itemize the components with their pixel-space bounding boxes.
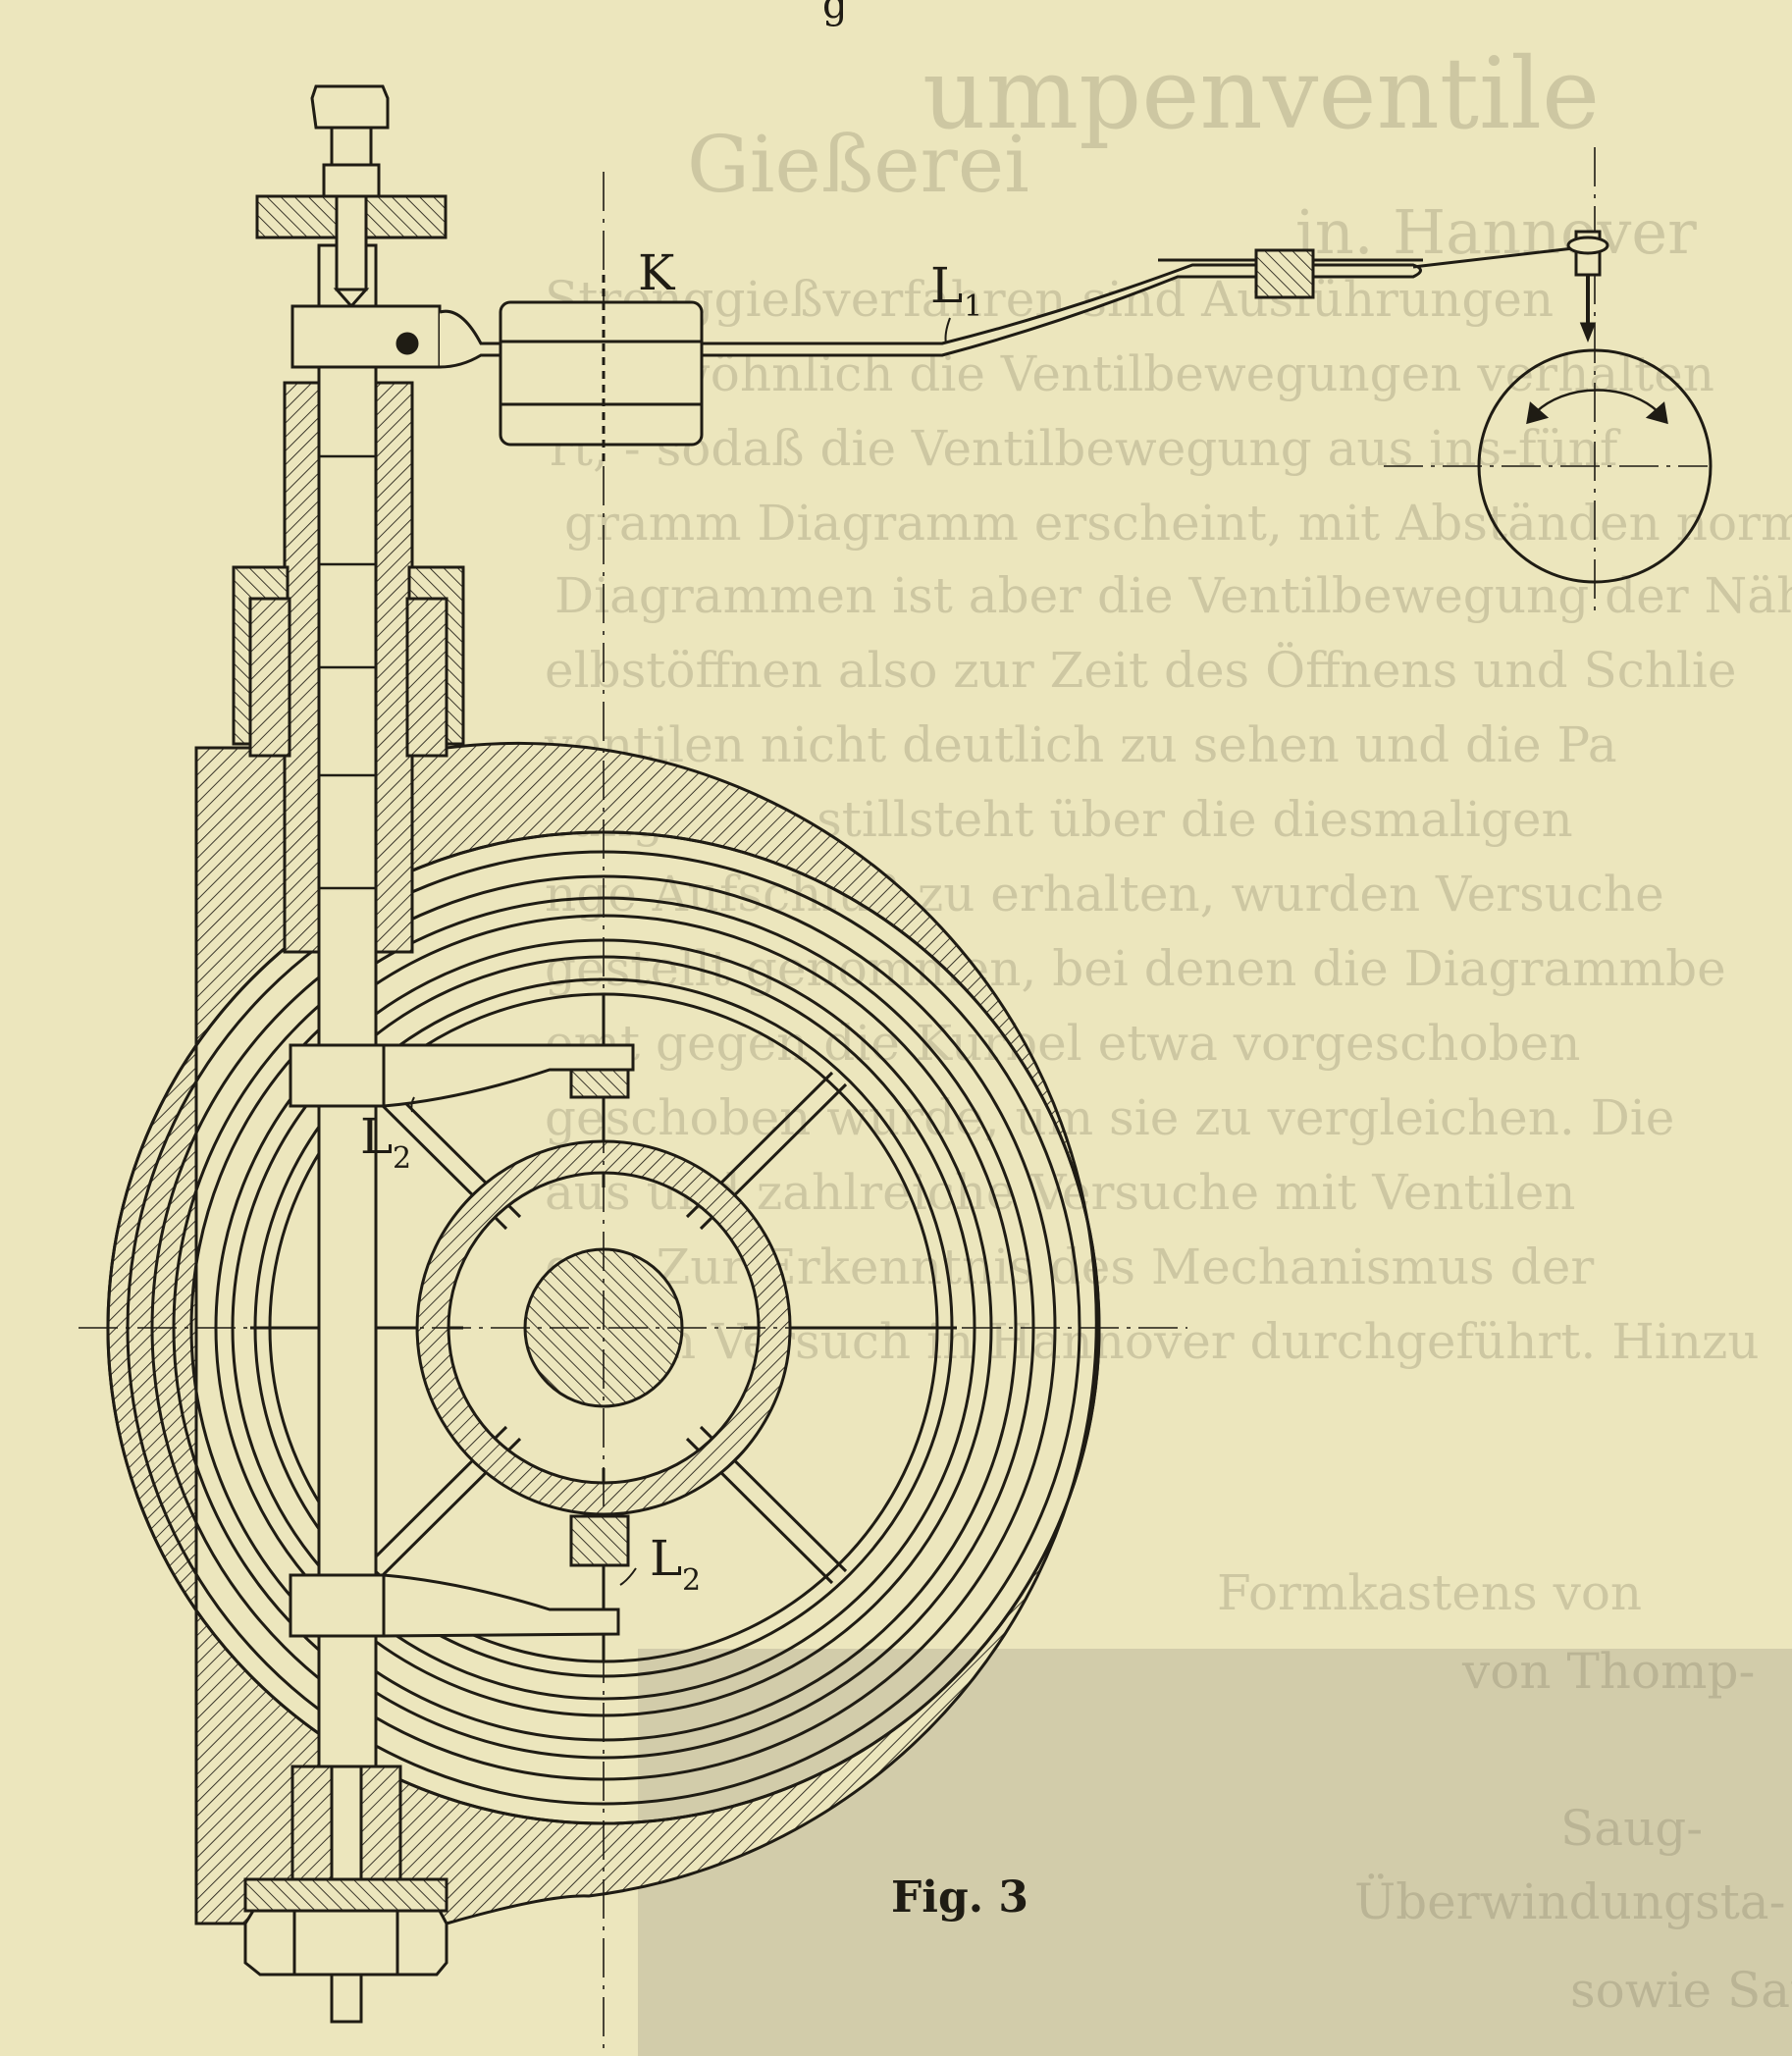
seat-hub-ring <box>415 1139 792 1516</box>
bleed-through-text: umpenventile Gießerei in. Hannover Stron… <box>540 36 1792 2019</box>
top-nut <box>310 84 390 130</box>
bleed-line-12: gestellt genommen, bei denen die Diagram… <box>545 940 1726 997</box>
bleed-line-9: ventilen nicht deutlich zu sehen und die… <box>544 716 1617 773</box>
bleed-line-17: jedem Versuch in Hannover durchgeführt. … <box>540 1313 1760 1370</box>
bottom-nut <box>243 1909 448 1977</box>
counterweight-K <box>499 300 704 447</box>
rod-collars <box>319 454 376 890</box>
bleed-line-13: emt gegen die Kurbel etwa vorgeschoben <box>545 1015 1580 1072</box>
bleed-line-21: Überwindungsta- <box>1354 1872 1786 1930</box>
lower-L2-clamp <box>289 1573 386 1638</box>
figure-labels: K L 1 L 2 L 2 <box>360 244 982 1598</box>
valve-drawing <box>79 84 1713 2051</box>
label-L2-lower: L <box>650 1530 682 1587</box>
bleed-line-19: von Thomp- <box>1461 1643 1755 1700</box>
label-L2-upper-subscript: 2 <box>393 1141 411 1176</box>
bleed-line-6: gramm Diagramm erscheint, mit Abständen … <box>564 495 1792 552</box>
bleed-line-18: Formkastens von <box>1217 1564 1642 1621</box>
lower-spoke-nut <box>569 1514 630 1567</box>
label-K: K <box>638 244 676 301</box>
upper-L2-clamp <box>289 1043 386 1108</box>
bleed-line-8: elbstöffnen also zur Zeit des Öffnens un… <box>545 641 1737 699</box>
header-fragment: g <box>822 0 848 27</box>
bleed-line-22: sowie Saug- <box>1570 1962 1792 2019</box>
label-leaders <box>410 317 951 1586</box>
bleed-line-20: Saug- <box>1560 1800 1703 1857</box>
adjusting-screw <box>335 194 368 291</box>
bleed-line-5: rt, - sodaß die Ventilbewegung aus ins-f… <box>550 420 1621 477</box>
label-L1: L <box>930 257 963 314</box>
bleed-line-0: umpenventile <box>922 36 1600 151</box>
rotation-arrow <box>1535 389 1660 413</box>
recording-drum <box>1477 348 1713 584</box>
bleed-line-16: gte. Zur Erkenntnis des Mechanismus der <box>545 1239 1594 1295</box>
lever-L2-upper <box>382 1043 635 1108</box>
label-L2-lower-subscript: 2 <box>682 1563 701 1598</box>
centerlines <box>79 147 1708 2051</box>
label-L2-upper: L <box>360 1108 393 1165</box>
pen-arm <box>1412 245 1583 269</box>
bleed-line-11: nge Aufschluß zu erhalten, wurden Versuc… <box>545 866 1664 923</box>
upper-crosshead <box>290 304 442 369</box>
bottom-washer <box>243 1877 448 1913</box>
figure-caption: Fig. 3 <box>891 1872 1028 1923</box>
lever-L2-lower <box>382 1573 620 1638</box>
bleed-line-7: Diagrammen ist aber die Ventilbewegung d… <box>554 567 1792 624</box>
label-L1-subscript: 1 <box>964 290 982 324</box>
bleed-line-1: Gießerei <box>687 119 1029 210</box>
bleed-line-14: geschoben wurde, um sie zu vergleichen. … <box>545 1089 1674 1146</box>
lever-L1 <box>439 263 1422 369</box>
lever-slide-weight <box>1254 248 1315 299</box>
